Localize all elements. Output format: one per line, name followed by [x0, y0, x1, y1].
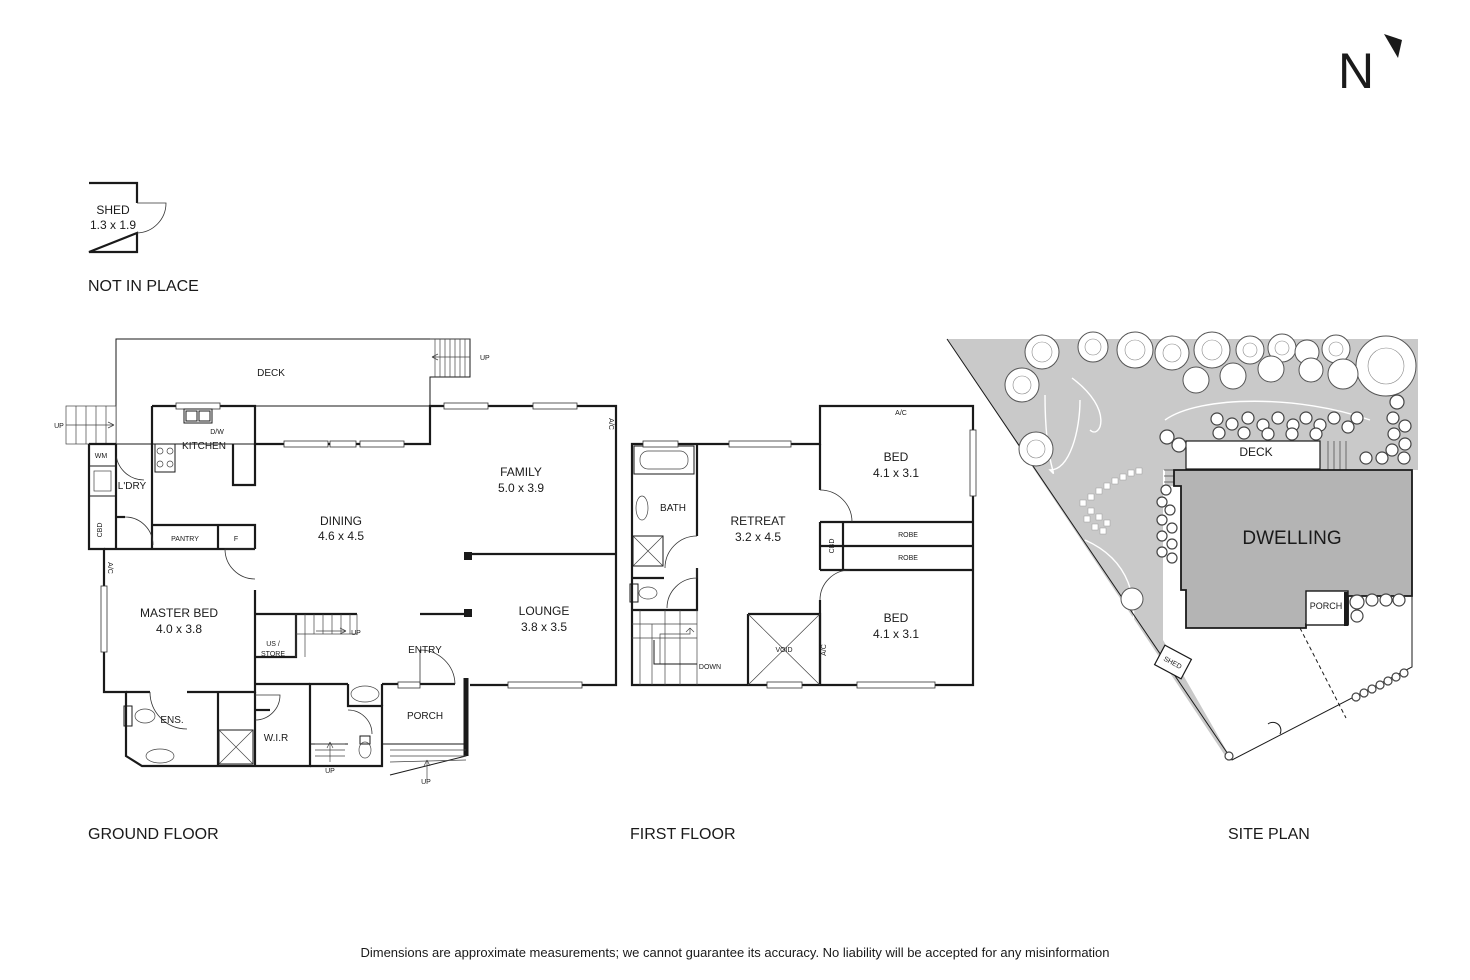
- bottom-up-label: UP: [325, 768, 335, 775]
- master-bed-dims: 4.0 x 3.8: [156, 622, 202, 636]
- wir-label: W.I.R: [264, 733, 288, 744]
- robe1-label: ROBE: [898, 532, 918, 539]
- entry-label: ENTRY: [408, 645, 442, 656]
- site-plan-title: SITE PLAN: [1228, 826, 1310, 843]
- site-deck-label: DECK: [1239, 445, 1272, 459]
- lounge-dims: 3.8 x 3.5: [521, 620, 567, 634]
- deck-area: [115, 338, 471, 445]
- shed-plan: SHED 1.3 x 1.9: [88, 181, 167, 254]
- retreat-dims: 3.2 x 4.5: [735, 530, 781, 544]
- bed2-ac-label: A/C: [821, 644, 828, 656]
- deck-up-label: UP: [480, 355, 490, 362]
- us-store-label-2: STORE: [261, 651, 285, 658]
- family-label: FAMILY: [500, 465, 542, 479]
- ground-floor-title: GROUND FLOOR: [88, 826, 219, 843]
- dining-label: DINING: [320, 514, 362, 528]
- site-porch-label: PORCH: [1310, 601, 1343, 611]
- fridge-label: F: [234, 536, 238, 543]
- bed2-label: BED: [884, 611, 909, 625]
- porch-label: PORCH: [407, 711, 443, 722]
- first-floor-title: FIRST FLOOR: [630, 826, 736, 843]
- bed1-dims: 4.1 x 3.1: [873, 466, 919, 480]
- first-floor-plan: BATH RETREAT 3.2 x 4.5 A/C BED 4.1 x 3.1…: [629, 404, 977, 689]
- north-arrow-icon: [1384, 34, 1402, 58]
- lounge-label: LOUNGE: [519, 604, 570, 618]
- deck-label: DECK: [257, 368, 285, 379]
- kitchen-label: KITCHEN: [182, 441, 226, 452]
- master-bed-label: MASTER BED: [140, 606, 218, 620]
- site-dwelling: [1173, 469, 1413, 629]
- dining-dims: 4.6 x 4.5: [318, 529, 364, 543]
- bed1-ac-label: A/C: [895, 410, 907, 417]
- disclaimer: Dimensions are approximate measurements;…: [360, 945, 1109, 960]
- site-deck: [1185, 440, 1321, 470]
- ensuite-label: ENS.: [160, 715, 183, 726]
- site-shed: [1153, 644, 1193, 680]
- retreat-label: RETREAT: [730, 514, 786, 528]
- porch-up-label: UP: [421, 779, 431, 786]
- family-ac-label: A/C: [607, 418, 614, 430]
- ff-cbd-label: CBD: [829, 539, 836, 554]
- shed-note: NOT IN PLACE: [88, 278, 199, 295]
- dw-label: D/W: [210, 429, 224, 436]
- void-label: VOID: [775, 647, 792, 654]
- us-store-label: US /: [266, 641, 280, 648]
- robe2-label: ROBE: [898, 555, 918, 562]
- laundry-label: L'DRY: [118, 481, 147, 492]
- site-plan: DECK DWELLING PORCH SHED: [946, 331, 1418, 761]
- pantry-label: PANTRY: [171, 536, 199, 543]
- ground-floor-plan: DECK UP UP D/W KITCHEN WM L'DRY CBD PANT…: [54, 338, 618, 786]
- bed2-dims: 4.1 x 3.1: [873, 627, 919, 641]
- down-label: DOWN: [699, 664, 721, 671]
- north-compass: N: [1338, 34, 1402, 99]
- site-dwelling-label: DWELLING: [1242, 528, 1341, 549]
- stair-up-label: UP: [351, 630, 361, 637]
- bed1-label: BED: [884, 450, 909, 464]
- master-ac-label: A/C: [106, 562, 113, 574]
- bath-label: BATH: [660, 503, 686, 514]
- north-letter: N: [1338, 43, 1374, 99]
- left-up-label: UP: [54, 423, 64, 430]
- family-dims: 5.0 x 3.9: [498, 481, 544, 495]
- shed-dims: 1.3 x 1.9: [90, 218, 136, 232]
- shed-label: SHED: [96, 203, 130, 217]
- gf-cbd-label: CBD: [97, 523, 104, 538]
- wm-label: WM: [95, 453, 108, 460]
